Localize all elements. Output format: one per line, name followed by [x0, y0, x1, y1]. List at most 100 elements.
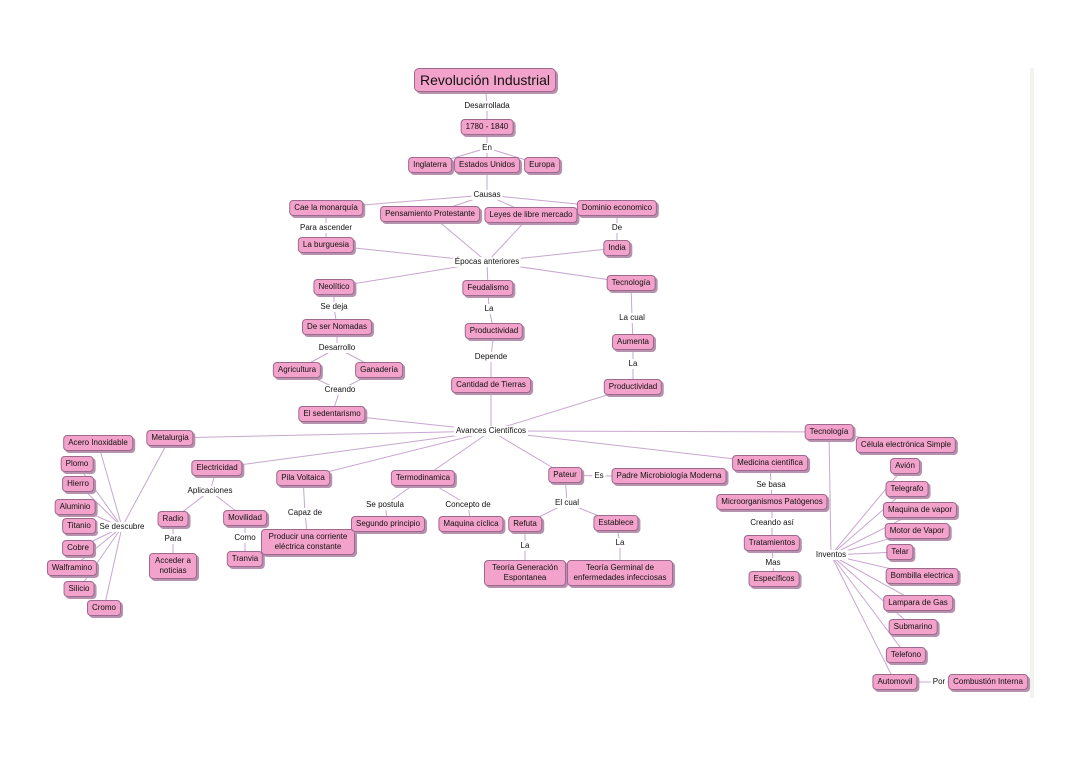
node-telefono[interactable]: Telefono: [885, 647, 927, 663]
node-especificos[interactable]: Específicos: [748, 571, 800, 587]
connector: [490, 430, 830, 433]
node-electricidad[interactable]: Electricidad: [191, 460, 243, 476]
link-label-la: La: [518, 541, 532, 551]
connector: [216, 430, 492, 469]
connector: [830, 554, 914, 628]
connector: [830, 554, 907, 656]
connector: [830, 465, 906, 556]
connector: [97, 442, 123, 528]
node-de-ser-nomadas[interactable]: De ser Nomadas: [301, 319, 373, 335]
node-inglaterra[interactable]: Inglaterra: [408, 157, 452, 173]
node-cantidad-tierras[interactable]: Cantidad de Tierras: [451, 377, 531, 393]
node-radio[interactable]: Radio: [157, 511, 189, 527]
node-padre-microbiologia[interactable]: Padre Microbiología Moderna: [611, 468, 727, 484]
node-hierro[interactable]: Hierro: [62, 476, 94, 492]
link-label-creando-asi: Creando así: [748, 518, 796, 528]
link-label-causas: Causas: [471, 190, 503, 200]
node-pila-voltaica[interactable]: Pila Voltaica: [276, 470, 330, 486]
node-la-burguesia[interactable]: La burguesia: [297, 237, 355, 253]
node-cobre[interactable]: Cobre: [62, 540, 94, 556]
node-medicina-cientifica[interactable]: Medicina científica: [732, 455, 808, 471]
node-refuta[interactable]: Refuta: [508, 516, 542, 532]
node-aluminio[interactable]: Aluminio: [54, 499, 96, 515]
node-microorganismos[interactable]: Microorganismos Patógenos: [716, 494, 828, 510]
node-leyes-libre-mercado[interactable]: Leyes de libre mercado: [484, 207, 578, 223]
node-neolitico[interactable]: Neolítico: [313, 279, 355, 295]
link-label-desarrollada: Desarrollada: [462, 101, 512, 111]
node-submarino[interactable]: Submarino: [888, 619, 938, 635]
node-telegrafo[interactable]: Telegrafo: [885, 481, 929, 497]
node-india[interactable]: India: [603, 240, 631, 256]
title-node[interactable]: Revolución Industrial: [414, 68, 556, 92]
link-label-se-basa: Se basa: [754, 480, 788, 490]
node-cromo[interactable]: Cromo: [86, 600, 122, 616]
link-label-de: De: [609, 223, 625, 233]
node-acceder-noticias[interactable]: Acceder a noticias: [149, 553, 197, 579]
link-label-la: La: [613, 538, 627, 548]
link-label-mas: Mas: [763, 558, 783, 568]
node-pasteur[interactable]: Pateur: [548, 467, 582, 483]
node-el-sedentarismo[interactable]: El sedentarismo: [298, 406, 366, 422]
connector: [830, 554, 896, 683]
node-agricultura[interactable]: Agricultura: [272, 362, 322, 378]
link-label-en: En: [480, 143, 494, 153]
node-avion[interactable]: Avión: [890, 458, 920, 474]
node-silicio[interactable]: Silicio: [63, 581, 95, 597]
node-tecnologia[interactable]: Tecnología: [606, 275, 656, 291]
node-tranvia[interactable]: Tranvia: [226, 551, 264, 567]
connector: [76, 463, 123, 528]
link-label-es: Es: [592, 471, 606, 481]
node-establece[interactable]: Establece: [593, 515, 639, 531]
node-metalurgia[interactable]: Metalurgia: [146, 430, 194, 446]
node-teoria-generacion[interactable]: Teoría Generación Espontanea: [484, 560, 566, 586]
node-ganaderia[interactable]: Ganadería: [355, 362, 403, 378]
node-motor-vapor[interactable]: Motor de Vapor: [884, 523, 950, 539]
node-acero-inoxidable[interactable]: Acero Inoxidable: [63, 435, 133, 451]
node-productividad[interactable]: Productividad: [603, 379, 663, 395]
node-pensamiento-protestante[interactable]: Pensamiento Protestante: [380, 206, 480, 222]
node-cae-monarquia[interactable]: Cae la monarquía: [289, 200, 363, 216]
node-walframino[interactable]: Walframino: [46, 560, 98, 576]
node-titanio[interactable]: Titanio: [62, 518, 96, 534]
node-dominio-economico[interactable]: Dominio economico: [576, 200, 658, 216]
node-lampara-gas[interactable]: Lampara de Gas: [883, 595, 953, 611]
link-label-se-deja: Se deja: [318, 302, 350, 312]
link-label-avances-cientificos: Avances Científicos: [453, 426, 529, 436]
link-label-se-postula: Se postula: [364, 500, 406, 510]
node-automovil[interactable]: Automovil: [872, 674, 918, 690]
connector: [828, 431, 832, 556]
node-celula-electronica[interactable]: Célula electrónica Simple: [855, 437, 957, 453]
connector: [103, 526, 123, 609]
node-feudalismo[interactable]: Feudalismo: [462, 280, 514, 296]
connector: [490, 430, 771, 464]
link-label-aplicaciones: Aplicaciones: [185, 486, 235, 496]
node-termodinamica[interactable]: Termodinamica: [390, 470, 456, 486]
node-europa[interactable]: Europa: [524, 157, 560, 173]
link-label-depende: Depende: [472, 352, 510, 362]
node-periodo[interactable]: 1780 - 1840: [460, 119, 514, 135]
link-label-creando: Creando: [322, 385, 358, 395]
node-aumenta[interactable]: Aumenta: [611, 334, 655, 350]
node-maquina-vapor[interactable]: Maquina de vapor: [882, 502, 958, 518]
node-productividad[interactable]: Productividad: [464, 323, 524, 339]
link-label-por: Por: [930, 677, 948, 687]
link-label-la: La: [482, 304, 496, 314]
link-label-concepto-de: Concepto de: [443, 500, 493, 510]
link-label-para-ascender: Para ascender: [297, 223, 355, 233]
link-label-se-descubre: Se descubre: [97, 522, 147, 532]
node-teoria-germinal[interactable]: Teoría Germinal de enfermedades infeccio…: [567, 560, 673, 586]
node-segundo-principio[interactable]: Segundo principio: [350, 516, 426, 532]
node-maquina-ciclica[interactable]: Maquina cíclica: [438, 516, 504, 532]
node-bombilla[interactable]: Bombilla electrica: [885, 568, 959, 584]
node-tecnologia[interactable]: Tecnología: [804, 424, 854, 440]
link-label-el-cual: El cual: [552, 498, 582, 508]
connector: [830, 488, 908, 556]
link-label-epocas-anteriores: Épocas anteriores: [452, 257, 522, 267]
node-combustion-interna[interactable]: Combustión Interna: [948, 674, 1028, 690]
node-plomo[interactable]: Plomo: [60, 456, 94, 472]
node-movilidad[interactable]: Movilidad: [223, 510, 267, 526]
node-producir-corriente[interactable]: Producir una corriente eléctrica constan…: [261, 529, 355, 555]
node-telar[interactable]: Telar: [886, 544, 914, 560]
node-tratamientos[interactable]: Tratamientos: [743, 535, 801, 551]
node-estados-unidos[interactable]: Estados Unidos: [453, 157, 521, 173]
